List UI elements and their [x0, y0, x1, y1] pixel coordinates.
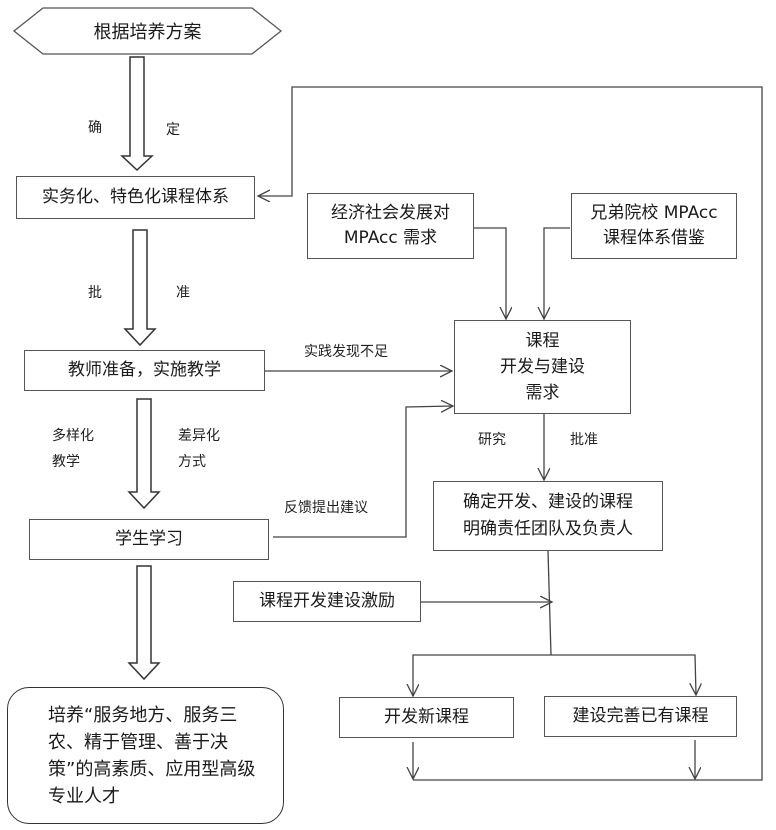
peer-reference-node: 兄弟院校 MPAcc 课程体系借鉴	[571, 193, 737, 259]
label-diverse-methods: 差异化 方式	[178, 428, 220, 470]
start-hexagon	[12, 7, 283, 55]
outcome-node: 培养“服务地方、服务三农、精于管理、善于决策”的高素质、应用型高级专业人才	[7, 687, 284, 824]
label-practice-gap: 实践发现不足	[304, 344, 388, 360]
social-demand-node: 经济社会发展对 MPAcc 需求	[307, 193, 474, 259]
label-approve-left: 批	[88, 285, 102, 301]
label-confirm-right: 定	[166, 122, 180, 138]
decide-trunk-line	[547, 550, 552, 656]
label-diverse-teaching: 多样化 教学	[52, 428, 94, 470]
label-approval: 批准	[570, 432, 598, 448]
block-arrow-outcome	[127, 565, 161, 681]
label-confirm-left: 确	[88, 120, 102, 136]
social-demand-arrow	[474, 227, 506, 319]
feedback-arrow	[273, 406, 453, 538]
start-node: 根据培养方案	[93, 22, 202, 43]
block-arrow-confirm	[120, 56, 154, 172]
dev-demand-node: 课程 开发与建设 需求	[454, 320, 631, 414]
curriculum-system-node: 实务化、特色化课程体系	[16, 176, 255, 219]
label-approve-right: 准	[176, 285, 190, 301]
new-course-node: 开发新课程	[339, 697, 514, 738]
improve-course-node: 建设完善已有课程	[544, 696, 737, 737]
branch-right-arrow	[551, 654, 696, 695]
return-loop-line	[258, 86, 763, 781]
label-feedback: 反馈提出建议	[284, 500, 368, 516]
incentive-node: 课程开发建设激励	[233, 581, 421, 622]
block-arrow-approve	[123, 229, 157, 347]
peer-reference-arrow	[544, 227, 570, 319]
label-research: 研究	[478, 432, 506, 448]
block-arrow-diverse	[127, 398, 161, 510]
branch-left-arrow	[413, 654, 551, 696]
decide-node: 确定开发、建设的课程 明确责任团队及负责人	[433, 481, 663, 551]
learning-node: 学生学习	[29, 519, 269, 560]
teaching-node: 教师准备，实施教学	[24, 350, 265, 391]
